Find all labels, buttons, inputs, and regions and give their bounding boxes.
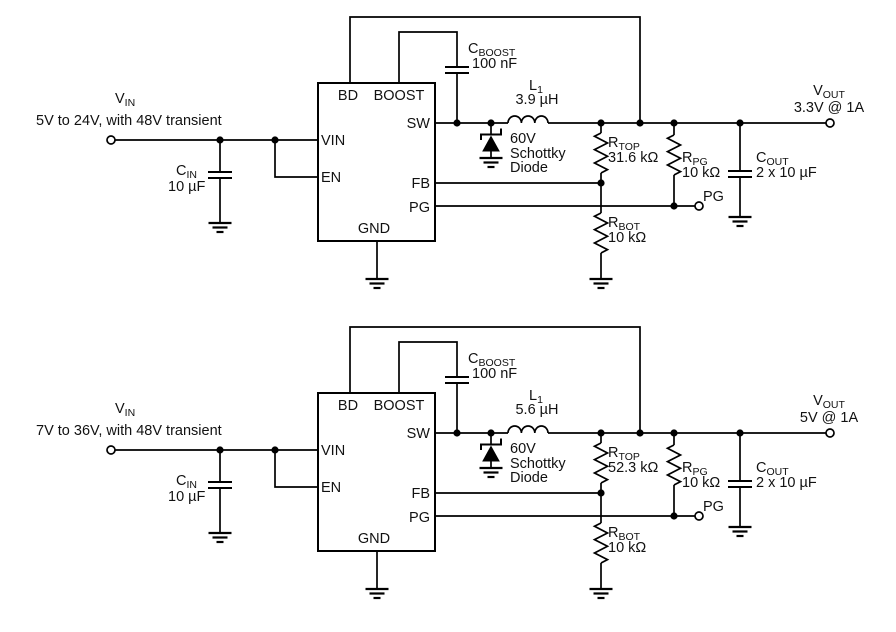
inductor-name-label: L1 bbox=[529, 78, 543, 96]
vin-label: VIN bbox=[115, 91, 135, 109]
cin-value-label: 10 µF bbox=[168, 489, 206, 505]
ic-pin-gnd-label: GND bbox=[358, 531, 390, 547]
rtop-name-label: RTOP bbox=[608, 445, 640, 463]
inductor-name-label: L1 bbox=[529, 388, 543, 406]
ic-pin-pg-label: PG bbox=[409, 200, 430, 216]
diode-label-line2: Schottky bbox=[510, 456, 566, 472]
vin-range-label: 5V to 24V, with 48V transient bbox=[36, 113, 222, 129]
ic-pin-bd-label: BD bbox=[338, 88, 358, 104]
rpg-value-label: 10 kΩ bbox=[682, 165, 720, 181]
vin-range-label: 7V to 36V, with 48V transient bbox=[36, 423, 222, 439]
cboost-value-label: 100 nF bbox=[472, 366, 517, 382]
cboost-name-label: CBOOST bbox=[468, 351, 516, 369]
ic-pin-boost-label: BOOST bbox=[374, 88, 425, 104]
cboost-name-label: CBOOST bbox=[468, 41, 516, 59]
ic-pin-en-label: EN bbox=[321, 480, 341, 496]
cin-name-label: CIN bbox=[176, 473, 197, 491]
rtop-name-label: RTOP bbox=[608, 135, 640, 153]
ic-pin-fb-label: FB bbox=[411, 176, 430, 192]
vin-label: VIN bbox=[115, 401, 135, 419]
rbot-value-label: 10 kΩ bbox=[608, 540, 646, 556]
cout-value-label: 2 x 10 µF bbox=[756, 165, 817, 181]
rpg-value-label: 10 kΩ bbox=[682, 475, 720, 491]
cboost-value-label: 100 nF bbox=[472, 56, 517, 72]
inductor-value-label: 3.9 µH bbox=[515, 92, 558, 108]
vout-label: VOUT bbox=[813, 393, 845, 411]
circuit-2-wiring bbox=[107, 327, 834, 598]
ic-pin-sw-label: SW bbox=[407, 426, 431, 442]
ic-pin-vin-label: VIN bbox=[321, 443, 345, 459]
rtop-value-label: 31.6 kΩ bbox=[608, 150, 658, 166]
cout-name-label: COUT bbox=[756, 460, 789, 478]
pg-terminal-label: PG bbox=[703, 499, 724, 515]
diode-label-line3: Diode bbox=[510, 160, 548, 176]
diode-label-line3: Diode bbox=[510, 470, 548, 486]
vout-rating-label: 5V @ 1A bbox=[800, 410, 859, 426]
inductor-value-label: 5.6 µH bbox=[515, 402, 558, 418]
rbot-name-label: RBOT bbox=[608, 215, 641, 233]
circuit-1-labels: VIN 5V to 24V, with 48V transient CIN 10… bbox=[36, 41, 864, 246]
diode-label-line1: 60V bbox=[510, 131, 536, 147]
ic-pin-sw-label: SW bbox=[407, 116, 431, 132]
cout-name-label: COUT bbox=[756, 150, 789, 168]
ic-pin-pg-label: PG bbox=[409, 510, 430, 526]
vout-label: VOUT bbox=[813, 83, 845, 101]
rpg-name-label: RPG bbox=[682, 460, 708, 478]
pg-terminal-label: PG bbox=[703, 189, 724, 205]
ic-pin-boost-label: BOOST bbox=[374, 398, 425, 414]
ic-pin-gnd-label: GND bbox=[358, 221, 390, 237]
rpg-name-label: RPG bbox=[682, 150, 708, 168]
circuit-2-labels: VIN 7V to 36V, with 48V transient CIN 10… bbox=[36, 351, 858, 556]
circuit-1-wiring bbox=[107, 17, 834, 288]
ic-pin-fb-label: FB bbox=[411, 486, 430, 502]
diode-label-line1: 60V bbox=[510, 441, 536, 457]
ic-pin-vin-label: VIN bbox=[321, 133, 345, 149]
cout-value-label: 2 x 10 µF bbox=[756, 475, 817, 491]
rbot-name-label: RBOT bbox=[608, 525, 641, 543]
ic-pin-bd-label: BD bbox=[338, 398, 358, 414]
ic-pin-en-label: EN bbox=[321, 170, 341, 186]
diode-label-line2: Schottky bbox=[510, 146, 566, 162]
rtop-value-label: 52.3 kΩ bbox=[608, 460, 658, 476]
cin-value-label: 10 µF bbox=[168, 179, 206, 195]
vout-rating-label: 3.3V @ 1A bbox=[794, 100, 865, 116]
rbot-value-label: 10 kΩ bbox=[608, 230, 646, 246]
cin-name-label: CIN bbox=[176, 163, 197, 181]
